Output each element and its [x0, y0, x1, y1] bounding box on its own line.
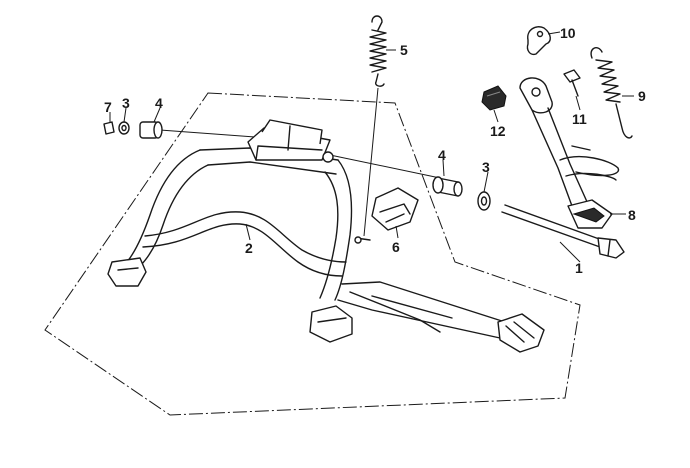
callout-7: 7 [104, 99, 112, 115]
side-stand-bolt [563, 69, 581, 97]
callout-2: 2 [245, 240, 253, 256]
side-stand-rubber [481, 85, 507, 111]
callout-labels: 1 2 3 3 4 4 5 6 7 8 9 10 11 12 [104, 25, 646, 276]
callout-3-right: 3 [482, 159, 490, 175]
mounting-plane-outline [44, 92, 581, 416]
callout-4-right: 4 [438, 147, 446, 163]
collar-left [139, 121, 163, 139]
callout-8: 8 [628, 207, 636, 223]
pivot-bolt [501, 204, 625, 259]
callout-11: 11 [572, 111, 587, 127]
callout-3-left: 3 [122, 95, 130, 111]
washer-left [118, 121, 130, 135]
callout-9: 9 [638, 88, 646, 104]
callout-4-left: 4 [155, 95, 163, 111]
collar-right [432, 176, 463, 197]
leader-lines [109, 31, 634, 263]
washer-right [477, 191, 491, 211]
rubber-stopper [371, 187, 419, 231]
callout-10: 10 [560, 25, 576, 41]
main-stand [107, 119, 545, 353]
side-stand-spring [590, 47, 633, 139]
callout-6: 6 [392, 239, 400, 255]
callout-1: 1 [575, 260, 583, 276]
clip [103, 121, 115, 135]
side-stand [519, 77, 620, 229]
pivot-axis-line [159, 129, 441, 179]
main-stand-spring [363, 15, 387, 237]
callout-5: 5 [400, 42, 408, 58]
spring-bracket-plate [526, 26, 551, 56]
callout-12: 12 [490, 123, 506, 139]
